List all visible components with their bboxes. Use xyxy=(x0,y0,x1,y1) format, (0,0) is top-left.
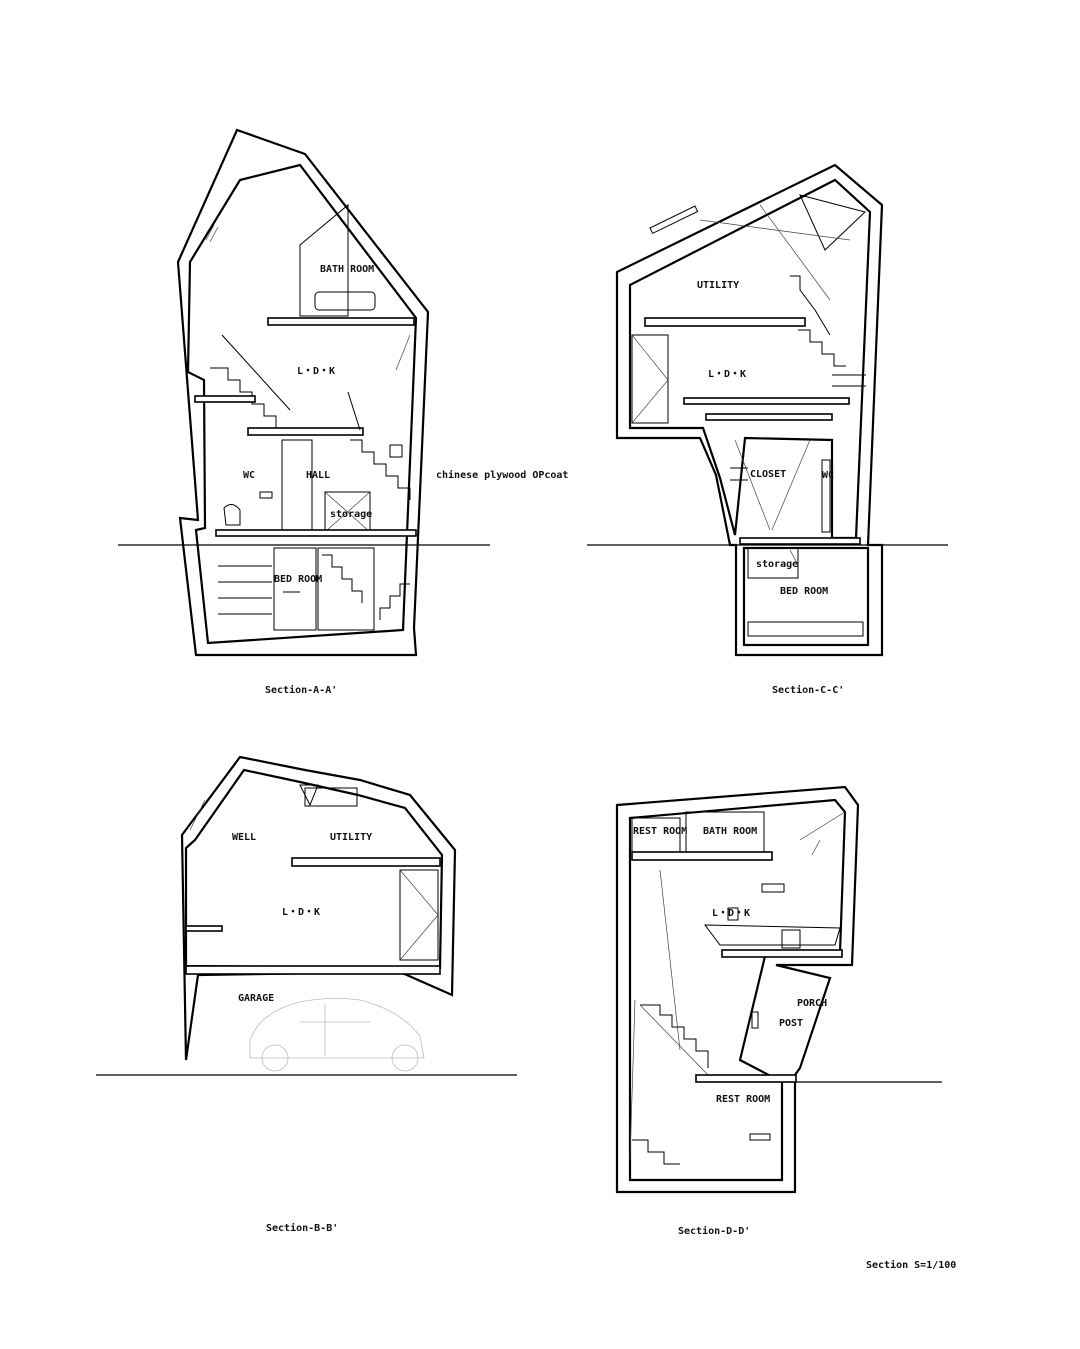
handrail-a xyxy=(347,391,361,431)
label-rest-room-top: REST ROOM xyxy=(633,826,687,837)
label-garage-b: GARAGE xyxy=(238,993,274,1004)
storage-box-c xyxy=(747,547,799,579)
hall-wall xyxy=(281,439,313,533)
label-rest-room-bottom: REST ROOM xyxy=(716,1094,770,1105)
ground-floor-slab-a xyxy=(215,529,417,537)
label-wc-c: WC xyxy=(822,470,834,481)
label-utility-c: UTILITY xyxy=(697,280,739,291)
inner-shell-d xyxy=(628,798,847,1182)
section-d-d: REST ROOM BATH ROOM L・D・K PORCH POST RES… xyxy=(615,785,942,1237)
porch-floor-slab xyxy=(695,1074,797,1083)
ldk-floor-slab-d xyxy=(721,949,843,958)
ldk-floor-slab-a xyxy=(247,427,364,436)
bath-room-wall xyxy=(299,203,349,317)
skylight-triangle xyxy=(799,194,866,251)
stair-c xyxy=(798,329,846,367)
skylight-b xyxy=(304,787,358,807)
caption-section-b: Section-B-B' xyxy=(266,1222,338,1234)
kitchen-counter-d xyxy=(703,924,841,946)
inner-shell-b xyxy=(184,768,444,970)
caption-section-a: Section-A-A' xyxy=(265,684,337,696)
sink-a xyxy=(259,491,273,499)
building-shell-c xyxy=(615,163,884,657)
wc-wall-c xyxy=(821,459,831,533)
bath-floor-slab xyxy=(267,317,415,326)
car-outline xyxy=(249,998,425,1072)
label-ldk-c: L・D・K xyxy=(708,369,746,380)
label-bath-room-a: BATH ROOM xyxy=(320,264,374,275)
bathtub xyxy=(314,291,376,311)
label-hall-a: HALL xyxy=(306,470,330,481)
stair-rail-a xyxy=(221,334,291,411)
wardrobe-a xyxy=(273,547,317,631)
toilet-a xyxy=(223,504,241,526)
label-wc-a: WC xyxy=(243,470,255,481)
ldk-floor-slab-c xyxy=(683,397,850,405)
stair-d xyxy=(640,1004,709,1068)
section-b-b: WELL UTILITY L・D・K GARAGE Section-B-B' xyxy=(96,755,517,1234)
label-storage-a: storage xyxy=(330,509,372,520)
label-ldk-d: L・D・K xyxy=(712,908,750,919)
label-ldk-b: L・D・K xyxy=(282,907,320,918)
label-porch-d: PORCH xyxy=(797,998,827,1009)
window-c xyxy=(649,205,699,235)
door-panel-c xyxy=(631,334,669,424)
caption-section-c: Section-C-C' xyxy=(772,684,844,696)
label-bed-room-a: BED ROOM xyxy=(274,574,322,585)
ldk-floor-slab-b xyxy=(185,965,441,975)
label-ldk-a: L・D・K xyxy=(297,366,335,377)
label-well-b: WELL xyxy=(232,832,256,843)
label-post-d: POST xyxy=(779,1018,803,1029)
section-c-c: UTILITY L・D・K CLOSET WC storage BED ROOM… xyxy=(587,163,948,696)
scale-note: Section S=1/100 xyxy=(866,1259,956,1271)
niche-a xyxy=(389,444,403,458)
vent-d xyxy=(761,883,785,893)
window-panel-b xyxy=(399,869,439,961)
utility-floor-slab xyxy=(644,317,806,327)
label-material-note: chinese plywood OPcoat xyxy=(436,469,568,481)
label-bed-room-c: BED ROOM xyxy=(780,586,828,597)
label-storage-c: storage xyxy=(756,559,798,570)
label-closet-c: CLOSET xyxy=(750,469,786,480)
utility-floor-slab-b xyxy=(291,857,441,867)
bed-c xyxy=(747,621,864,637)
caption-section-d: Section-D-D' xyxy=(678,1225,750,1237)
building-shell-a xyxy=(176,128,430,657)
inner-shell-a xyxy=(186,163,418,645)
inner-shell-c xyxy=(628,178,872,540)
bed-room-stair-box xyxy=(317,547,375,631)
basement-c xyxy=(742,546,870,647)
stair-lower-a xyxy=(350,439,411,500)
section-a-a: BATH ROOM L・D・K WC HALL storage BED ROOM… xyxy=(118,128,568,696)
label-utility-b: UTILITY xyxy=(330,832,372,843)
building-shell-d xyxy=(615,785,860,1194)
post-d xyxy=(751,1011,759,1029)
building-shell-b xyxy=(180,755,457,1061)
label-bath-room-d: BATH ROOM xyxy=(703,826,757,837)
landing-slab-a xyxy=(194,395,256,403)
